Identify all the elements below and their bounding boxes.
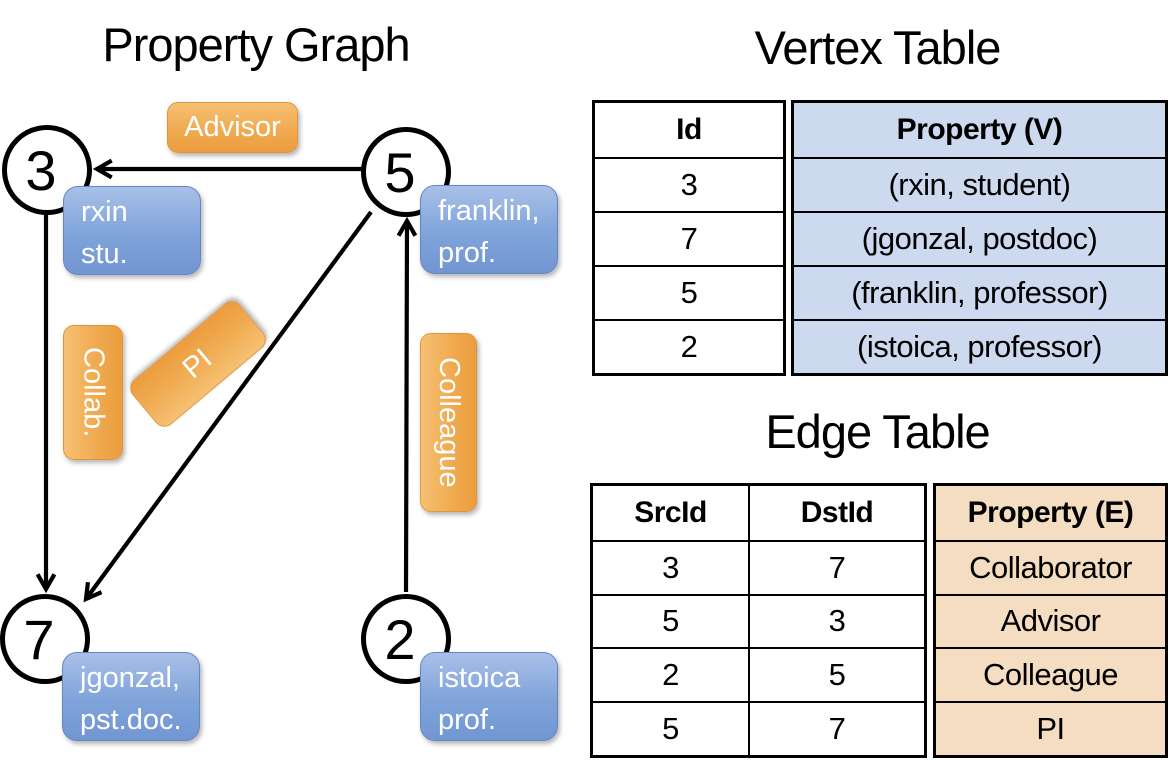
- edge-src-cell: 5: [593, 593, 750, 648]
- graph-node-3: 3: [2, 125, 92, 215]
- edge-table-header-dstid: DstId: [800, 495, 874, 529]
- vertex-property-cell: (istoica, professor): [794, 319, 1165, 373]
- edge-label-pi: PI: [125, 296, 271, 432]
- vertex-property-box-istoica: istoica prof.: [420, 652, 558, 741]
- node-id-label: 3: [25, 138, 57, 202]
- vertex-id-cell: 5: [595, 265, 783, 319]
- vertex-id-cell: 2: [595, 319, 783, 373]
- vertex-table-title: Vertex Table: [754, 21, 1002, 74]
- edge-table-srcdst-columns: SrcId DstId 3 7 5 3 2 5 5 7: [590, 483, 927, 758]
- vertex-property-box-jgonzal: jgonzal, pst.doc.: [62, 652, 200, 741]
- edge-label-advisor: Advisor: [167, 102, 298, 153]
- vertex-table-id-column: Id 3 7 5 2: [592, 100, 786, 376]
- vertex-property-cell: (rxin, student): [794, 157, 1165, 211]
- vertex-property-line: prof.: [438, 704, 497, 736]
- edge-dst-cell: 7: [750, 539, 924, 594]
- vertex-table-header-id: Id: [676, 113, 702, 146]
- node-id-label: 7: [23, 607, 55, 671]
- vertex-property-cell: (jgonzal, postdoc): [794, 211, 1165, 265]
- vertex-id-cell: 3: [595, 157, 783, 211]
- vertex-property-line: pst.doc.: [80, 704, 182, 736]
- vertex-property-line: franklin,: [438, 195, 540, 227]
- edge-dst-cell: 5: [750, 647, 924, 701]
- property-graph-title: Property Graph: [102, 18, 410, 71]
- edge-dst-cell: 7: [750, 701, 924, 755]
- edge-table-header-property: Property (E): [967, 495, 1134, 529]
- edge-property-cell: Advisor: [936, 593, 1165, 648]
- vertex-id-cell: 7: [595, 211, 783, 265]
- edge-src-cell: 2: [593, 647, 750, 702]
- vertex-property-line: stu.: [81, 238, 128, 270]
- vertex-property-line: prof.: [438, 237, 497, 269]
- edge-arrow-2-to-5: [396, 216, 418, 593]
- vertex-property-cell: (franklin, professor): [794, 265, 1165, 319]
- node-id-label: 2: [384, 607, 416, 671]
- edge-property-cell: Colleague: [936, 647, 1165, 701]
- edge-property-cell: Collaborator: [936, 539, 1165, 594]
- vertex-property-box-rxin: rxin stu.: [63, 186, 201, 275]
- edge-label-colleague: Colleague: [420, 333, 477, 512]
- vertex-table-header-property: Property (V): [896, 113, 1063, 146]
- edge-src-cell: 3: [593, 539, 750, 594]
- vertex-property-line: rxin: [81, 196, 128, 228]
- edge-table-title: Edge Table: [765, 405, 990, 458]
- edge-table-header-srcid: SrcId: [593, 486, 750, 540]
- vertex-property-line: istoica: [438, 662, 521, 694]
- vertex-property-line: jgonzal,: [80, 662, 180, 694]
- edge-src-cell: 5: [593, 701, 750, 755]
- edge-table-property-column: Property (E) Collaborator Advisor Collea…: [933, 483, 1168, 758]
- node-id-label: 5: [384, 140, 416, 204]
- edge-label-collab: Collab.: [63, 325, 123, 460]
- edge-property-cell: PI: [936, 701, 1165, 755]
- vertex-property-box-franklin: franklin, prof.: [420, 185, 558, 274]
- edge-dst-cell: 3: [750, 593, 924, 648]
- vertex-table-property-column: Property (V) (rxin, student) (jgonzal, p…: [791, 100, 1168, 376]
